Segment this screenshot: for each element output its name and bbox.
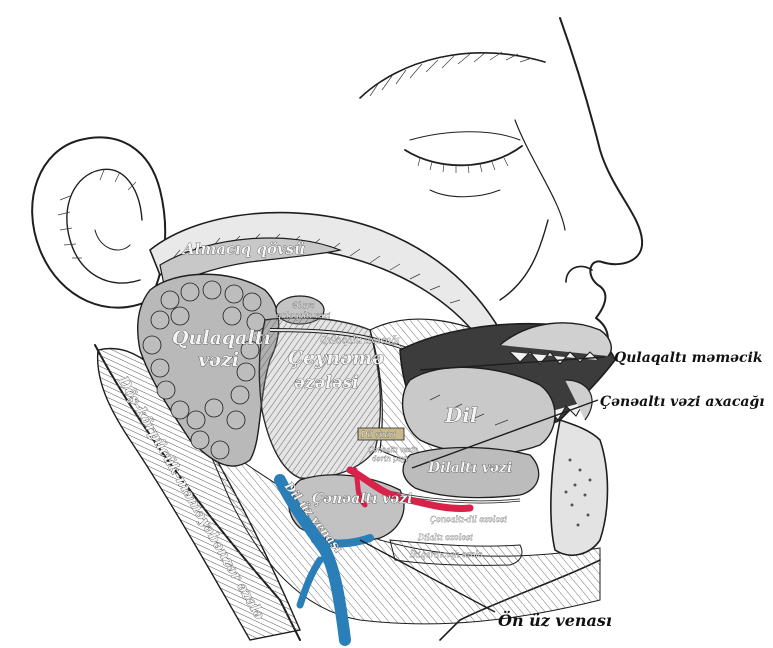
- label-masseter-line2: əzələsi: [294, 373, 359, 393]
- callouts: Qulaqaltı məməcik Çənəaltı vəzi axacağı …: [498, 350, 765, 630]
- parotid-lobule: [190, 430, 210, 450]
- label-accessory-parotid-line1: Əlavə: [292, 301, 315, 310]
- label-accessory-parotid-line2: qulaqaltı vəzi: [276, 311, 331, 320]
- label-hyoglossus: Çənəaltı-dil əzələsi: [430, 515, 507, 524]
- parotid-lobule: [240, 340, 260, 360]
- ear: [31, 136, 167, 309]
- callout-submandibular-duct: Çənəaltı vəzi axacağı: [600, 394, 765, 410]
- facial-vein: [274, 474, 374, 646]
- label-lingual-nerve: Dil siniri: [360, 430, 396, 439]
- parotid-lobule: [170, 400, 190, 420]
- callout-parotid-papilla: Qulaqaltı məməcik: [614, 350, 763, 366]
- parotid-lobule: [242, 292, 262, 312]
- parotid-lobule: [186, 410, 206, 430]
- masseter-muscle: [258, 317, 382, 479]
- label-sublingual-gland: Dilaltı vəzi: [427, 460, 512, 476]
- parotid-lobule: [204, 398, 224, 418]
- parotid-lobule: [230, 385, 250, 405]
- parotid-lobule: [236, 362, 256, 382]
- label-submandibular-gland: Çənəaltı vəzi: [312, 491, 413, 507]
- parotid-lobule: [222, 306, 242, 326]
- digastric-muscle: [389, 539, 523, 566]
- label-mylohyoid: Dilaltı əzələsi: [417, 533, 473, 542]
- lingual-nerve-tag: [357, 427, 405, 441]
- callout-anterior-facial-vein: Ön üz venası: [498, 610, 612, 630]
- parotid-lobule: [142, 335, 162, 355]
- label-tongue: Dil: [444, 403, 478, 427]
- face-outline: [499, 17, 644, 353]
- mandible-section: [550, 418, 609, 556]
- closed-eye: [404, 131, 523, 198]
- parotid-gland: [137, 273, 280, 467]
- label-masseter-line1: Çeynəmə: [288, 347, 384, 369]
- label-parotid-line1: Qulaqaltı: [172, 327, 271, 349]
- label-digastric: İkiqarıncıqlı əzələ: [409, 550, 483, 559]
- label-parotid-line2: vəzi: [198, 349, 239, 371]
- parotid-lobule: [226, 410, 246, 430]
- parotid-lobule: [150, 310, 170, 330]
- parotid-lobule: [224, 284, 244, 304]
- parotid-lobule: [156, 380, 176, 400]
- label-submandibular-deep-line1: Çənəaltı vəzin: [368, 446, 419, 454]
- label-zygomatic-arch: Almacıq qövsü: [181, 240, 305, 258]
- parotid-lobule: [210, 440, 230, 460]
- leader-lines: [359, 356, 606, 613]
- parotid-lobule: [180, 282, 200, 302]
- label-parotid-duct: Qulaqaltı axacağı: [320, 335, 400, 346]
- label-submandibular-deep-line2: dərin payı: [372, 455, 408, 463]
- parotid-lobule: [150, 358, 170, 378]
- parotid-lobule: [170, 306, 190, 326]
- parotid-lobule: [202, 280, 222, 300]
- facial-artery: [346, 466, 474, 512]
- tongue-shape: [401, 366, 556, 455]
- parotid-lobule: [160, 290, 180, 310]
- sublingual-gland: [402, 446, 540, 499]
- eyebrow: [359, 51, 546, 99]
